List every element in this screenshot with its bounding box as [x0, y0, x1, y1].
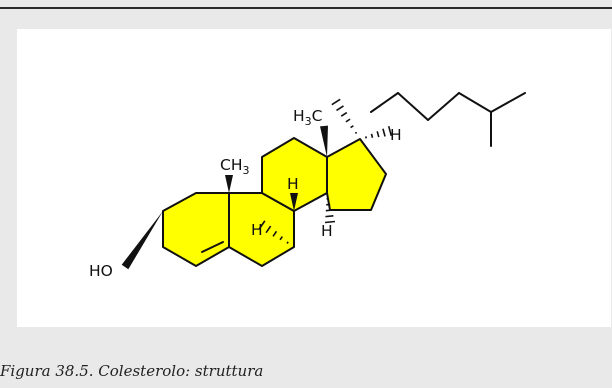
h-c17-hash — [364, 125, 393, 139]
steroid-rings — [162, 137, 387, 267]
methyl-c13-subscript: 3 — [305, 115, 312, 128]
methyl-c20-hash — [331, 98, 358, 134]
hydroxyl-label: HO — [89, 262, 113, 280]
stereo-bonds — [121, 98, 393, 270]
methyl-c13-wedge — [320, 125, 328, 157]
methyl-c13-h: H — [293, 107, 305, 125]
figure-caption: Figura 38.5. Colesterolo: struttura — [0, 362, 264, 380]
h-c14-label: H — [321, 222, 333, 240]
side-chain-bond — [458, 92, 492, 113]
h-c14-hash — [324, 197, 336, 224]
methyl-c10-label: CH3 — [220, 156, 249, 177]
h-c8-wedge — [290, 193, 298, 211]
methyl-c13-c: C — [312, 107, 323, 125]
h-c8-label: H — [287, 175, 299, 193]
double-bond-inner — [201, 241, 224, 253]
side-chain-bond — [397, 92, 429, 121]
methyl-c10-wedge — [225, 175, 233, 193]
methyl-c10-subscript: 3 — [242, 164, 249, 177]
h-c9-hash — [258, 220, 289, 244]
top-rule — [0, 7, 612, 9]
methyl-c13-label: H3C — [293, 107, 322, 128]
side-chain-bond — [427, 92, 460, 121]
cholesterol-structure: HO CH3 H3C H H H H — [89, 92, 526, 280]
h-c17-label: H — [390, 126, 402, 144]
figure-image-panel: HO CH3 H3C H H H H — [17, 29, 611, 327]
bonds — [201, 92, 526, 253]
ring-d — [326, 138, 387, 211]
hydroxyl-wedge — [121, 211, 163, 270]
ring-a — [162, 192, 230, 267]
side-chain-bond — [370, 92, 399, 113]
methyl-c10-ch: CH — [220, 156, 242, 174]
h-c9-label: H — [251, 221, 263, 239]
side-chain-bond — [490, 92, 526, 113]
